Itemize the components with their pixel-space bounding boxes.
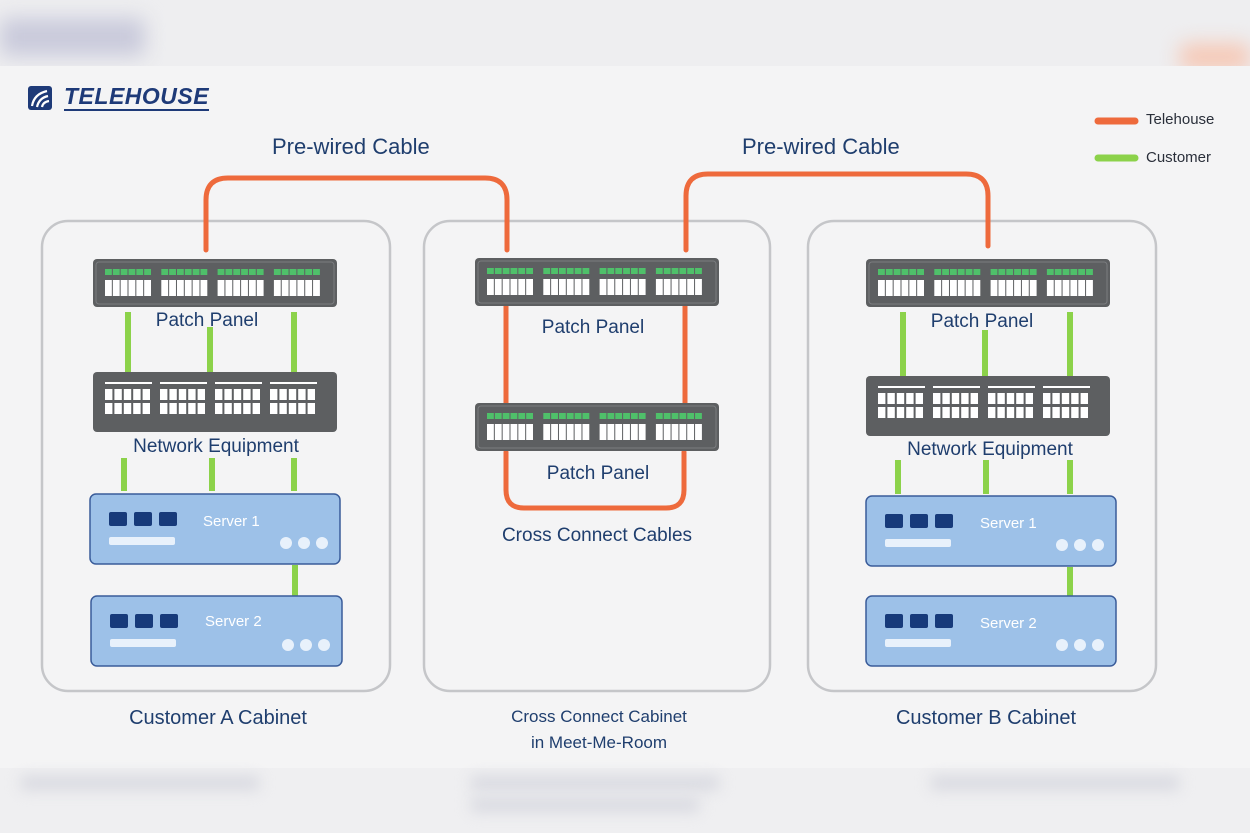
customer-b-server1 [865, 495, 1117, 567]
pre-wired-cable-left [203, 175, 510, 253]
cross-connect-loop [503, 449, 687, 511]
cross-connect-title-line2: in Meet-Me-Room [530, 733, 668, 752]
pre-wired-cable-left-label: Pre-wired Cable [272, 134, 430, 159]
blurred-header-right [1180, 44, 1250, 70]
cross-connect-patch-panel-top [475, 258, 719, 306]
customer-a-patch-panel-label: Patch Panel [155, 310, 259, 331]
legend-customer-label: Customer [1146, 149, 1212, 166]
customer-b-patch-panel-label: Patch Panel [930, 311, 1034, 332]
customer-b-server1-label: Server 1 [980, 515, 1037, 532]
blurred-caption-right [930, 776, 1180, 790]
cross-connect-cables-label: Cross Connect Cables [501, 525, 693, 546]
telehouse-logo: TELEHOUSE [64, 83, 210, 111]
customer-a-server1 [89, 493, 341, 565]
customer-a-cabinet-title: Customer A Cabinet [129, 707, 307, 729]
customer-b-network-label: Network Equipment [907, 439, 1073, 460]
cross-connect-cabinet-title: Cross Connect Cabinet in Meet-Me-Room [511, 704, 687, 756]
customer-a-network-equipment [93, 372, 337, 432]
cross-connect-patch-panel-top-label: Patch Panel [541, 317, 645, 338]
customer-a-server1-label: Server 1 [203, 513, 260, 530]
customer-a-server2-label: Server 2 [205, 613, 262, 630]
blurred-caption-center [470, 776, 720, 790]
customer-a-server2 [90, 595, 343, 667]
customer-b-server2-label: Server 2 [980, 615, 1037, 632]
blurred-caption-center-2 [470, 798, 700, 812]
customer-b-network-equipment [866, 376, 1110, 436]
customer-b-patch-panel [866, 259, 1110, 307]
blurred-caption-left [20, 776, 260, 790]
customer-b-server2 [865, 595, 1117, 667]
pre-wired-cable-right [683, 171, 991, 253]
pre-wired-cable-right-label: Pre-wired Cable [742, 134, 900, 159]
customer-b-cabinet-title: Customer B Cabinet [895, 707, 1077, 729]
telehouse-logo-icon [28, 86, 52, 110]
blurred-header-left [0, 18, 145, 56]
customer-cables [121, 312, 1073, 596]
top-band [0, 0, 1250, 70]
customer-a-patch-panel [93, 259, 337, 307]
legend-telehouse-label: Telehouse [1146, 111, 1215, 128]
customer-a-network-label: Network Equipment [133, 436, 299, 457]
cross-connect-patch-panel-bottom [475, 403, 719, 451]
cross-connect-title-line1: Cross Connect Cabinet [511, 707, 687, 726]
telehouse-cables [203, 171, 991, 511]
cross-connect-patch-panel-bottom-label: Patch Panel [546, 463, 650, 484]
bottom-band [0, 768, 1250, 833]
